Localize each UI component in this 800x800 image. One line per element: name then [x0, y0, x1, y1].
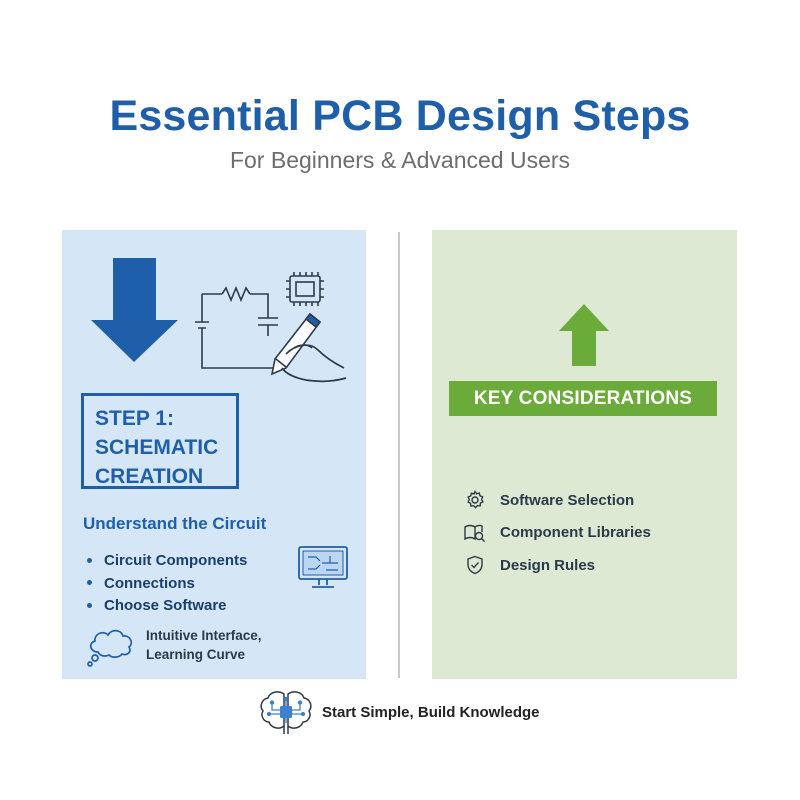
- step-bullet-list: Circuit Components Connections Choose So…: [87, 550, 247, 618]
- list-item-label: Software Selection: [500, 491, 635, 509]
- note-line: Intuitive Interface,: [146, 628, 262, 643]
- list-item: Component Libraries: [464, 517, 651, 550]
- considerations-list: Software Selection Component Libraries D…: [464, 484, 651, 582]
- panel-divider: [398, 232, 400, 678]
- list-item: Choose Software: [87, 595, 247, 618]
- list-item-label: Connections: [104, 574, 195, 592]
- brain-circuit-icon: [260, 691, 312, 734]
- book-search-icon: [464, 522, 486, 544]
- list-item: Software Selection: [464, 484, 651, 517]
- gear-icon: [464, 489, 486, 511]
- bullet-icon: [87, 580, 92, 586]
- list-item: Design Rules: [464, 549, 651, 582]
- shield-check-icon: [464, 554, 486, 576]
- footer-tagline: Start Simple, Build Knowledge: [322, 704, 540, 721]
- step-1-box: STEP 1: SCHEMATIC CREATION: [81, 393, 239, 489]
- schematic-drawing-icon: [195, 272, 347, 383]
- step-line: SCHEMATIC: [95, 436, 219, 459]
- list-item-label: Circuit Components: [104, 552, 248, 569]
- bullet-icon: [87, 557, 92, 563]
- down-arrow-icon: [91, 258, 178, 362]
- list-item-label: Choose Software: [104, 597, 227, 614]
- interface-note: Intuitive Interface, Learning Curve: [146, 626, 262, 664]
- note-line: Learning Curve: [146, 647, 246, 662]
- page-title: Essential PCB Design Steps: [109, 92, 691, 140]
- step-line: STEP 1:: [95, 407, 174, 430]
- thought-bubble-icon: [87, 629, 133, 667]
- key-considerations-banner: KEY CONSIDERATIONS: [449, 381, 717, 416]
- list-item-label: Design Rules: [500, 556, 596, 574]
- bullet-icon: [87, 602, 92, 608]
- step-line: CREATION: [95, 465, 204, 488]
- key-considerations-panel: [432, 230, 737, 679]
- list-item-label: Component Libraries: [500, 524, 651, 542]
- monitor-circuit-icon: [298, 546, 348, 588]
- understand-heading: Understand the Circuit: [83, 514, 267, 533]
- page-subtitle: For Beginners & Advanced Users: [229, 147, 571, 173]
- up-arrow-icon: [559, 304, 609, 366]
- list-item: Connections: [87, 573, 247, 596]
- list-item: Circuit Components: [87, 550, 247, 573]
